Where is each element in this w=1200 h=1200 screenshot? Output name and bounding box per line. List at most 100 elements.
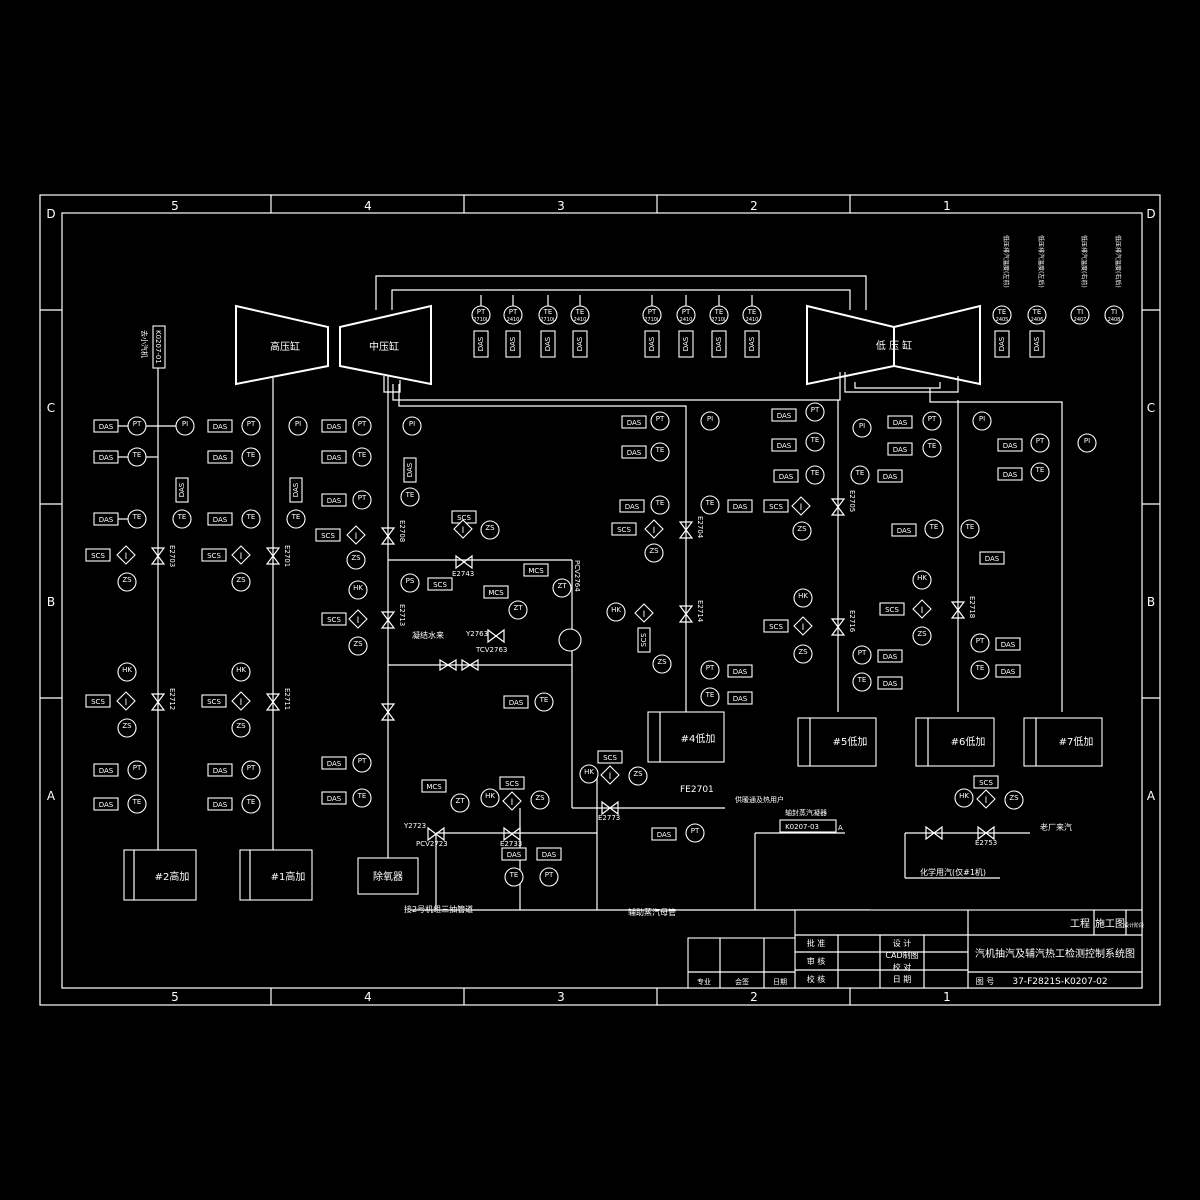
svg-text:DAS: DAS xyxy=(682,336,690,351)
svg-text:TE: TE xyxy=(747,308,757,316)
svg-text:MCS: MCS xyxy=(488,589,504,597)
svg-text:HK: HK xyxy=(584,768,594,776)
svg-text:HK: HK xyxy=(236,666,246,674)
svg-text:TE: TE xyxy=(246,451,256,459)
col-label-top-1: 1 xyxy=(943,199,951,213)
svg-text:E2713: E2713 xyxy=(398,604,406,626)
svg-text:ZT: ZT xyxy=(513,604,523,612)
svg-text:DAS: DAS xyxy=(733,503,748,511)
svg-text:DAS: DAS xyxy=(292,482,300,497)
svg-text:DAS: DAS xyxy=(507,851,522,859)
ref-k0207-01-box xyxy=(152,325,166,369)
svg-text:#2高加: #2高加 xyxy=(155,870,190,883)
svg-text:PCV2723: PCV2723 xyxy=(416,840,448,848)
svg-text:DAS: DAS xyxy=(657,831,672,839)
svg-text:SCS: SCS xyxy=(505,780,519,788)
heater-4: #4低加 xyxy=(647,711,725,763)
svg-text:DAS: DAS xyxy=(477,336,485,351)
svg-text:2405: 2405 xyxy=(996,317,1009,323)
svg-text:TE: TE xyxy=(714,308,724,316)
svg-text:PI: PI xyxy=(979,415,985,423)
svg-text:TE: TE xyxy=(997,308,1007,316)
svg-text:TE: TE xyxy=(132,513,142,521)
svg-text:PT: PT xyxy=(358,757,367,765)
svg-text:TE: TE xyxy=(539,696,549,704)
outer-frame xyxy=(39,194,1161,1006)
svg-text:DAS: DAS xyxy=(1001,668,1016,676)
svg-text:TE: TE xyxy=(177,513,187,521)
svg-text:DAS: DAS xyxy=(1001,641,1016,649)
svg-text:E2773: E2773 xyxy=(598,814,620,822)
svg-text:A: A xyxy=(838,824,843,832)
svg-text:PT: PT xyxy=(358,420,367,428)
col7-instruments: DAS PT PI DAS TE xyxy=(997,433,1097,482)
svg-text:ZS: ZS xyxy=(797,525,807,533)
svg-text:2410: 2410 xyxy=(746,317,759,323)
svg-text:TE: TE xyxy=(575,308,585,316)
hp-turbine xyxy=(235,304,329,386)
heater-6: #6低加 xyxy=(915,717,995,767)
svg-text:#7低加: #7低加 xyxy=(1059,735,1094,748)
svg-text:低压排汽温度(左后): 低压排汽温度(左后) xyxy=(1037,235,1045,288)
svg-text:DAS: DAS xyxy=(1033,336,1041,351)
svg-text:E2703: E2703 xyxy=(168,545,176,567)
grid-ticks xyxy=(40,195,1160,1005)
svg-text:TE: TE xyxy=(509,871,519,879)
row-label-left-d: D xyxy=(46,207,55,221)
col-label-top-3: 3 xyxy=(557,199,565,213)
svg-text:DAS: DAS xyxy=(327,760,342,768)
svg-text:DAS: DAS xyxy=(893,419,908,427)
svg-text:DAS: DAS xyxy=(998,336,1006,351)
row-label-right-b: B xyxy=(1147,595,1155,609)
svg-text:ZT: ZT xyxy=(557,582,567,590)
svg-text:设计阶段: 设计阶段 xyxy=(1124,922,1144,929)
svg-text:E2714: E2714 xyxy=(696,600,704,623)
row-label-left-c: C xyxy=(47,401,55,415)
svg-text:PT: PT xyxy=(358,494,367,502)
svg-text:E2743: E2743 xyxy=(452,570,474,578)
svg-text:DAS: DAS xyxy=(178,482,186,497)
svg-text:E2704: E2704 xyxy=(696,516,704,539)
svg-text:TE: TE xyxy=(810,436,820,444)
svg-text:TE: TE xyxy=(246,798,256,806)
svg-text:K0207-03: K0207-03 xyxy=(785,823,819,831)
col5-instruments: DAS PT PI DAS TE DAS TE TE DAS SCS I ZS … xyxy=(763,402,903,692)
svg-text:E2753: E2753 xyxy=(975,839,997,847)
svg-text:PT: PT xyxy=(928,415,937,423)
svg-text:DAS: DAS xyxy=(406,462,414,477)
svg-text:I: I xyxy=(609,772,612,782)
svg-text:DAS: DAS xyxy=(327,454,342,462)
svg-text:TI: TI xyxy=(1076,308,1083,316)
svg-text:DAS: DAS xyxy=(99,767,114,775)
svg-text:MCS: MCS xyxy=(426,783,442,791)
svg-text:TE: TE xyxy=(132,798,142,806)
svg-text:TE: TE xyxy=(975,664,985,672)
svg-text:TE: TE xyxy=(291,513,301,521)
svg-text:DAS: DAS xyxy=(733,668,748,676)
svg-text:E2716: E2716 xyxy=(848,610,856,633)
svg-text:工程: 工程 xyxy=(1070,918,1090,930)
svg-text:PT: PT xyxy=(682,308,691,316)
svg-text:PI: PI xyxy=(1084,437,1090,445)
svg-text:2710L: 2710L xyxy=(644,317,660,323)
svg-text:日期: 日期 xyxy=(773,978,787,986)
svg-text:TI: TI xyxy=(1110,308,1117,316)
title-block: 工程 施工图 设计阶段 汽机抽汽及辅汽热工检测控制系统图 图 号 37-F282… xyxy=(687,909,1144,989)
svg-text:ZS: ZS xyxy=(122,576,132,584)
col-label-bottom-3: 3 xyxy=(557,990,565,1004)
svg-text:DAS: DAS xyxy=(985,555,1000,563)
svg-text:专业: 专业 xyxy=(697,977,711,986)
svg-text:ZS: ZS xyxy=(917,630,927,638)
svg-text:E2708: E2708 xyxy=(398,520,406,542)
svg-text:DAS: DAS xyxy=(627,449,642,457)
crossover-pipes xyxy=(375,275,1063,440)
svg-text:I: I xyxy=(357,616,360,626)
svg-text:PT: PT xyxy=(656,415,665,423)
ip-turbine xyxy=(339,304,432,386)
svg-text:DAS: DAS xyxy=(99,423,114,431)
svg-text:TCV2763: TCV2763 xyxy=(475,646,507,654)
svg-text:校 对: 校 对 xyxy=(893,962,912,972)
svg-text:HK: HK xyxy=(122,666,132,674)
svg-text:DAS: DAS xyxy=(99,516,114,524)
